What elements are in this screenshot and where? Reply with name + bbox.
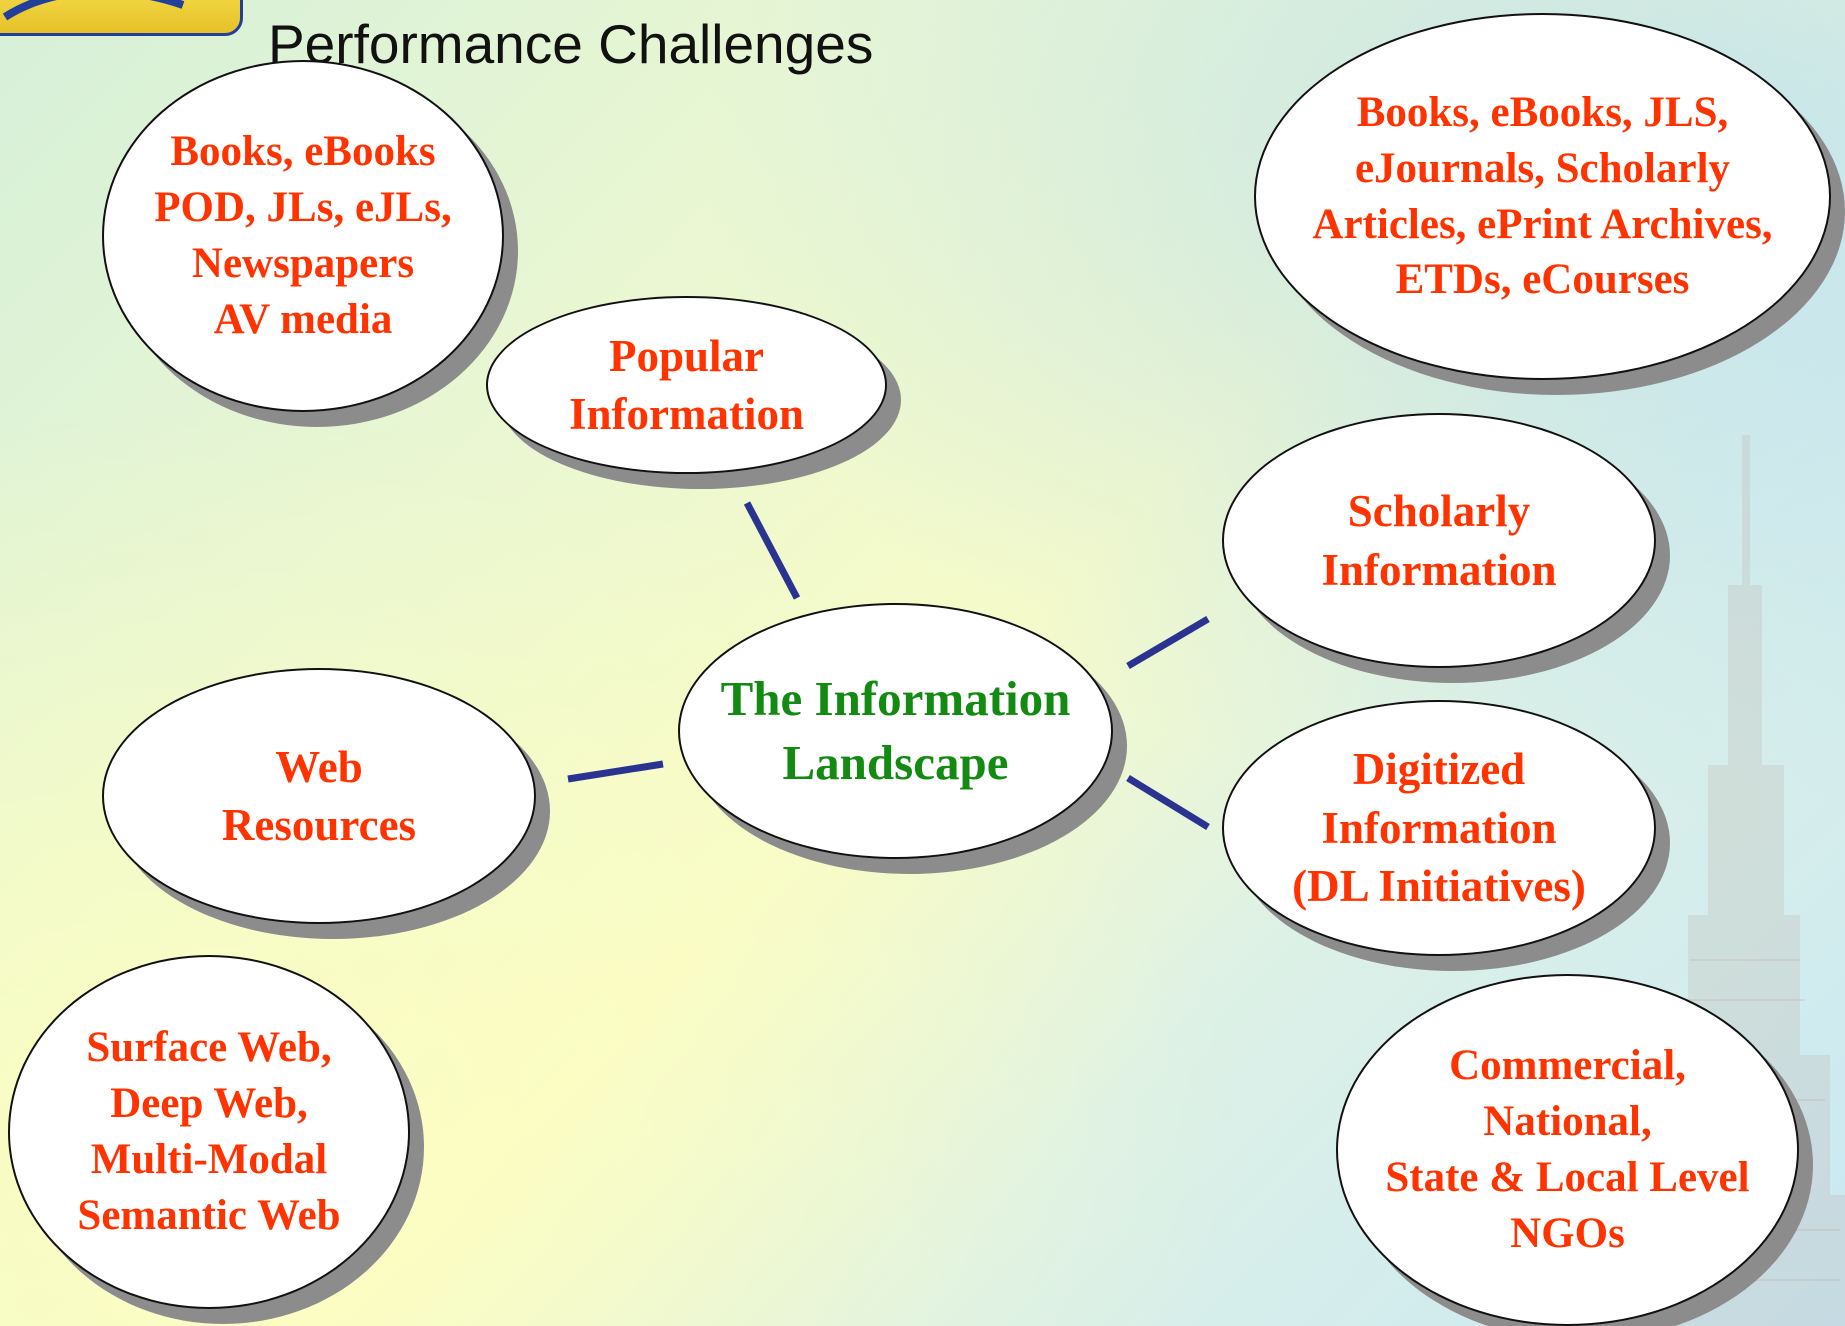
- logo-arc-icon: [2, 0, 185, 21]
- digitized-details-label: Commercial, National, State & Local Leve…: [1385, 1042, 1750, 1257]
- node-digitized-details: Commercial, National, State & Local Leve…: [1336, 974, 1799, 1326]
- web-details-label: Surface Web, Deep Web, Multi-Modal Seman…: [77, 1024, 341, 1239]
- node-popular-information: Popular Information: [486, 296, 887, 474]
- node-digitized-information: Digitized Information (DL Initiatives): [1222, 700, 1656, 956]
- digitized-information-label: Digitized Information (DL Initiatives): [1292, 744, 1586, 912]
- scholarly-information-label: Scholarly Information: [1321, 486, 1557, 595]
- node-web-details: Surface Web, Deep Web, Multi-Modal Seman…: [8, 955, 410, 1309]
- popular-details-label: Books, eBooks POD, JLs, eJLs, Newspapers…: [154, 128, 452, 343]
- node-popular-details: Books, eBooks POD, JLs, eJLs, Newspapers…: [102, 60, 504, 412]
- page-title: Performance Challenges: [268, 13, 874, 75]
- information-landscape-label: The Information Landscape: [720, 671, 1071, 790]
- node-information-landscape: The Information Landscape: [678, 603, 1113, 859]
- logo: [0, 0, 243, 36]
- node-scholarly-information: Scholarly Information: [1222, 413, 1656, 668]
- scholarly-details-label: Books, eBooks, JLS, eJournals, Scholarly…: [1312, 88, 1773, 304]
- popular-information-label: Popular Information: [569, 330, 804, 440]
- node-scholarly-details: Books, eBooks, JLS, eJournals, Scholarly…: [1254, 13, 1831, 380]
- web-resources-label: Web Resources: [221, 741, 417, 851]
- node-web-resources: Web Resources: [102, 668, 536, 924]
